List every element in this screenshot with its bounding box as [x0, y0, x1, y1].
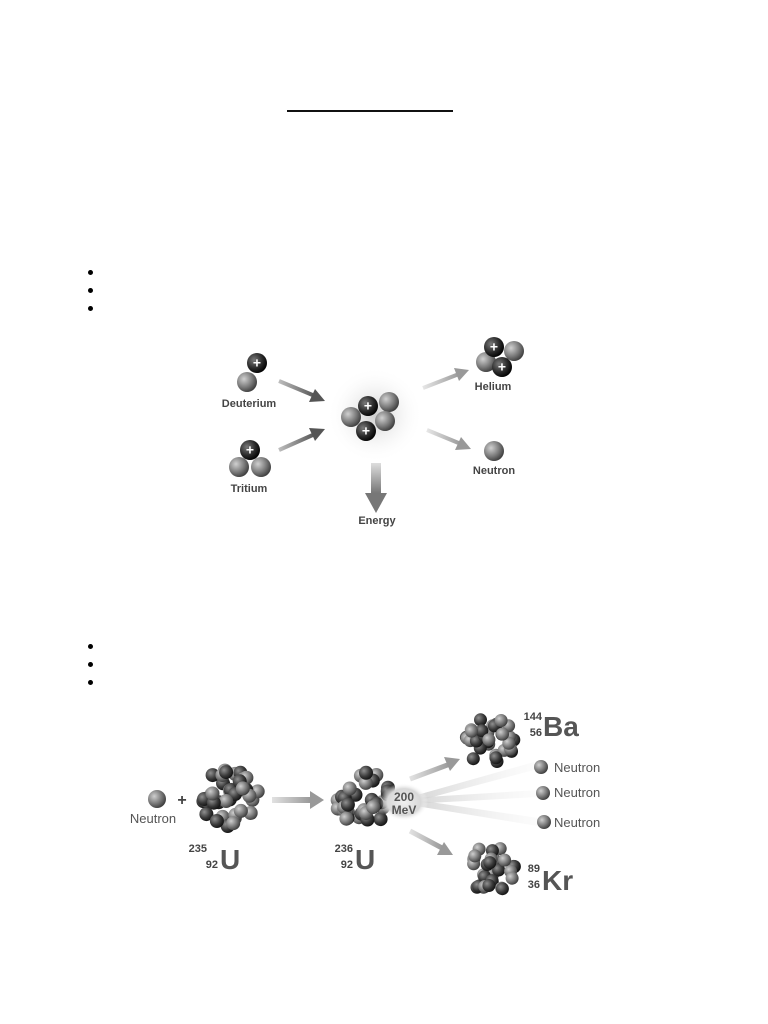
nucleon — [502, 736, 516, 750]
svg-text:Neutron: Neutron — [554, 760, 600, 775]
fusion-glow — [327, 367, 423, 463]
title-underline — [287, 110, 453, 112]
svg-text:56: 56 — [530, 727, 542, 739]
plus-sign: + — [177, 792, 186, 809]
uranium-235-nucleus — [196, 763, 265, 833]
nucleon — [494, 714, 508, 727]
nucleon — [373, 812, 388, 827]
svg-text:+: + — [253, 355, 261, 371]
tritium-nucleus: + — [229, 440, 271, 477]
fission-diagram: Neutron + 235 92 U 236 92 U 200 MeV 144 — [130, 711, 600, 896]
nucleon — [482, 733, 496, 747]
nucleon — [233, 803, 248, 818]
svg-text:U: U — [220, 844, 240, 875]
nucleon — [505, 871, 519, 885]
nucleon — [495, 882, 509, 896]
incoming-neutron-label: Neutron — [130, 811, 176, 826]
krypton-label: 89 36 Kr — [528, 863, 573, 896]
nucleon — [483, 856, 497, 870]
outgoing-arrow — [426, 428, 471, 450]
svg-text:236: 236 — [335, 843, 353, 855]
nucleon — [482, 879, 496, 892]
nucleon — [235, 781, 250, 796]
nucleon — [358, 775, 373, 790]
energy-label: Energy — [358, 515, 396, 527]
svg-text:Ba: Ba — [543, 711, 579, 742]
svg-text:235: 235 — [189, 843, 207, 855]
svg-text:U: U — [355, 844, 375, 875]
energy-rays — [410, 762, 538, 826]
nucleon — [209, 814, 224, 828]
svg-text:36: 36 — [528, 879, 540, 891]
nucleon — [205, 768, 220, 783]
fusing-nucleus: + + — [341, 392, 399, 441]
released-neutron: Neutron — [536, 785, 600, 800]
svg-text:+: + — [362, 423, 370, 439]
incoming-arrow — [278, 428, 325, 452]
nucleon — [359, 765, 373, 780]
uranium-235-label: 235 92 U — [189, 843, 241, 875]
nucleon — [496, 727, 510, 741]
nucleon — [226, 816, 241, 831]
svg-text:Kr: Kr — [542, 865, 573, 896]
krypton-nucleus — [467, 842, 521, 896]
nucleon — [466, 752, 480, 766]
svg-text:Neutron: Neutron — [554, 815, 600, 830]
nucleon — [468, 849, 482, 863]
neutron-particle — [484, 441, 504, 461]
tritium-label: Tritium — [231, 483, 268, 495]
nucleon — [492, 863, 506, 877]
nucleon — [219, 765, 234, 780]
svg-text:+: + — [364, 398, 372, 414]
nucleon — [219, 794, 234, 808]
svg-text:92: 92 — [206, 859, 218, 871]
nucleon — [465, 724, 478, 738]
svg-text:+: + — [490, 339, 498, 355]
nucleon — [475, 724, 489, 738]
helium-nucleus: + + — [476, 337, 524, 377]
product-arrow — [409, 757, 460, 782]
nucleon — [199, 807, 214, 822]
svg-text:144: 144 — [524, 711, 543, 723]
svg-text:89: 89 — [528, 863, 540, 875]
energy-bubble — [380, 783, 428, 821]
svg-text:+: + — [246, 442, 254, 458]
energy-arrow — [365, 463, 387, 513]
svg-text:92: 92 — [341, 859, 353, 871]
nucleon — [205, 786, 220, 801]
nucleon — [366, 800, 381, 815]
energy-unit: MeV — [392, 803, 417, 817]
uranium-236-label: 236 92 U — [335, 843, 376, 875]
nucleon — [498, 853, 512, 867]
deuterium-label: Deuterium — [222, 398, 277, 410]
nucleon — [489, 751, 503, 765]
fusion-diagram: + Deuterium + Tritium + + — [222, 337, 524, 527]
incoming-neutron — [148, 790, 166, 808]
released-neutron: Neutron — [534, 760, 600, 775]
outgoing-arrow — [422, 368, 469, 390]
nucleon — [342, 781, 357, 796]
svg-text:+: + — [498, 359, 506, 375]
reaction-arrow — [272, 791, 324, 809]
barium-nucleus — [459, 713, 521, 768]
incoming-arrow — [278, 379, 325, 402]
nucleon — [340, 797, 355, 812]
released-neutron: Neutron — [537, 815, 600, 830]
energy-value: 200 — [394, 790, 414, 804]
svg-text:Neutron: Neutron — [554, 785, 600, 800]
deuterium-nucleus: + — [237, 353, 267, 392]
nucleon — [474, 713, 487, 727]
barium-label: 144 56 Ba — [524, 711, 580, 742]
helium-label: Helium — [475, 381, 512, 393]
neutron-label: Neutron — [473, 465, 515, 477]
nucleon — [339, 811, 354, 826]
product-arrow — [408, 828, 453, 855]
